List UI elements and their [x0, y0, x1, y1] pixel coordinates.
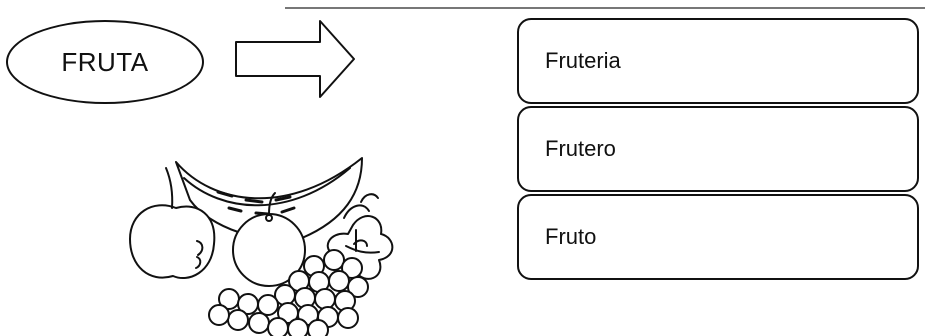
main-word-oval: FRUTA [6, 20, 204, 104]
derived-word-label: Frutero [545, 136, 616, 161]
derived-word-label: Fruteria [545, 48, 621, 73]
apple [129, 204, 216, 280]
derived-word-label: Fruto [545, 224, 597, 249]
right-arrow-icon [235, 20, 355, 98]
grape-bunch [208, 249, 369, 336]
derived-word-box-fruto: Fruto [517, 194, 919, 280]
derived-words-list: Fruteria Frutero Fruto [517, 18, 919, 282]
watermelon-slice [175, 157, 363, 241]
fruit-illustration [129, 157, 394, 336]
main-word: FRUTA [61, 46, 149, 77]
derived-word-box-fruteria: Fruteria [517, 18, 919, 104]
derived-word-box-frutero: Frutero [517, 106, 919, 192]
top-divider [285, 7, 925, 9]
